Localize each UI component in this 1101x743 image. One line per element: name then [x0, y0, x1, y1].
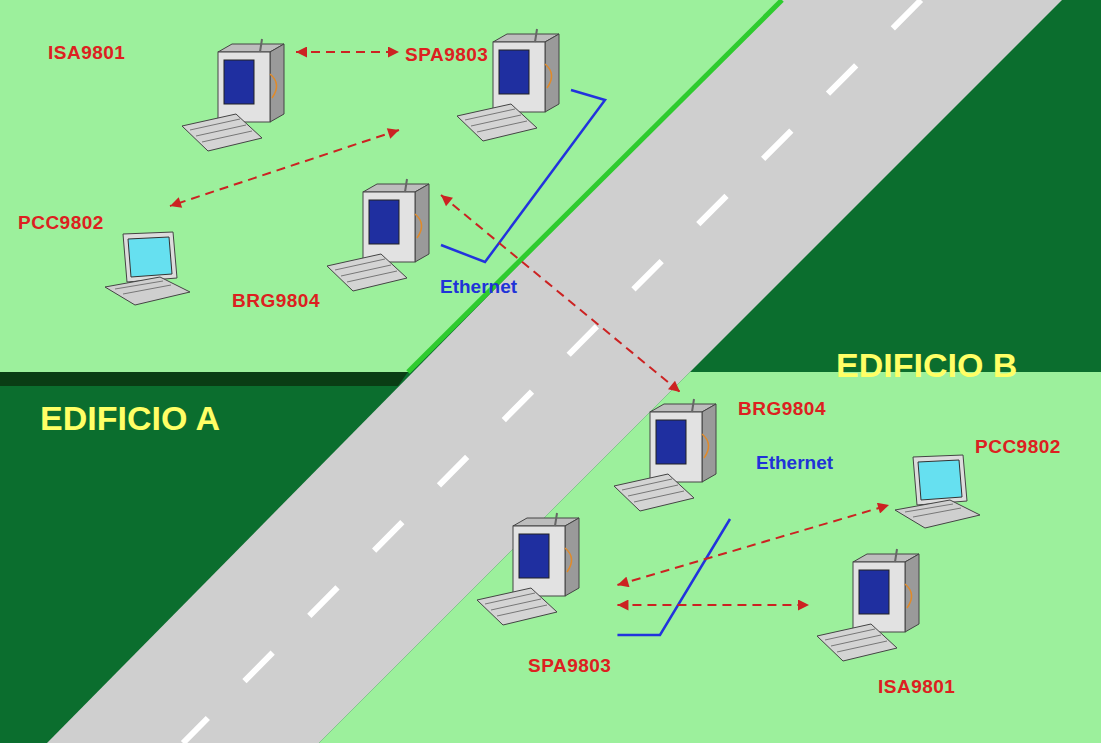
- computer-name: BRG9804: [738, 398, 826, 420]
- desktop-node: ISA9801: [809, 542, 961, 704]
- building-b-area: [319, 372, 1101, 743]
- laptop-computer: [895, 455, 980, 528]
- ethernet-cable: [617, 519, 730, 635]
- desktop-node: SPA9803: [399, 22, 571, 149]
- link-label: Ethernet: [756, 452, 833, 474]
- wireless-link: [296, 51, 399, 53]
- ethernet-cable: [441, 90, 605, 262]
- wireless-link: [617, 505, 889, 585]
- computer-name: SPA9803: [528, 655, 611, 677]
- building-label: EDIFICIO B: [836, 345, 1017, 385]
- computer-name: PCC9802: [18, 212, 104, 234]
- desktop-computer: [614, 399, 716, 511]
- desktop-computer: [817, 549, 919, 661]
- desktop-computer: [477, 513, 579, 625]
- desktop-node: SPA9803: [469, 506, 617, 683]
- building-label: EDIFICIO A: [40, 398, 220, 438]
- laptop-node: PCC9802: [12, 206, 196, 313]
- desktop-computer: [182, 39, 284, 151]
- computer-name: PCC9802: [975, 436, 1061, 458]
- wireless-link: [170, 130, 399, 206]
- wireless-link: [441, 195, 680, 392]
- computer-name: ISA9801: [48, 42, 125, 64]
- building-a-area: [0, 0, 780, 372]
- wireless-link: [617, 604, 809, 606]
- laptop-node: PCC9802: [889, 430, 1067, 536]
- desktop-computer: [327, 179, 429, 291]
- desktop-node: BRG9804: [226, 172, 441, 318]
- computer-name: ISA9801: [878, 676, 955, 698]
- link-label: Ethernet: [440, 276, 517, 298]
- building-a-edge: [0, 372, 408, 386]
- laptop-computer: [105, 232, 190, 305]
- desktop-node: ISA9801: [42, 32, 296, 159]
- computer-name: SPA9803: [405, 44, 488, 66]
- computer-name: BRG9804: [232, 290, 320, 312]
